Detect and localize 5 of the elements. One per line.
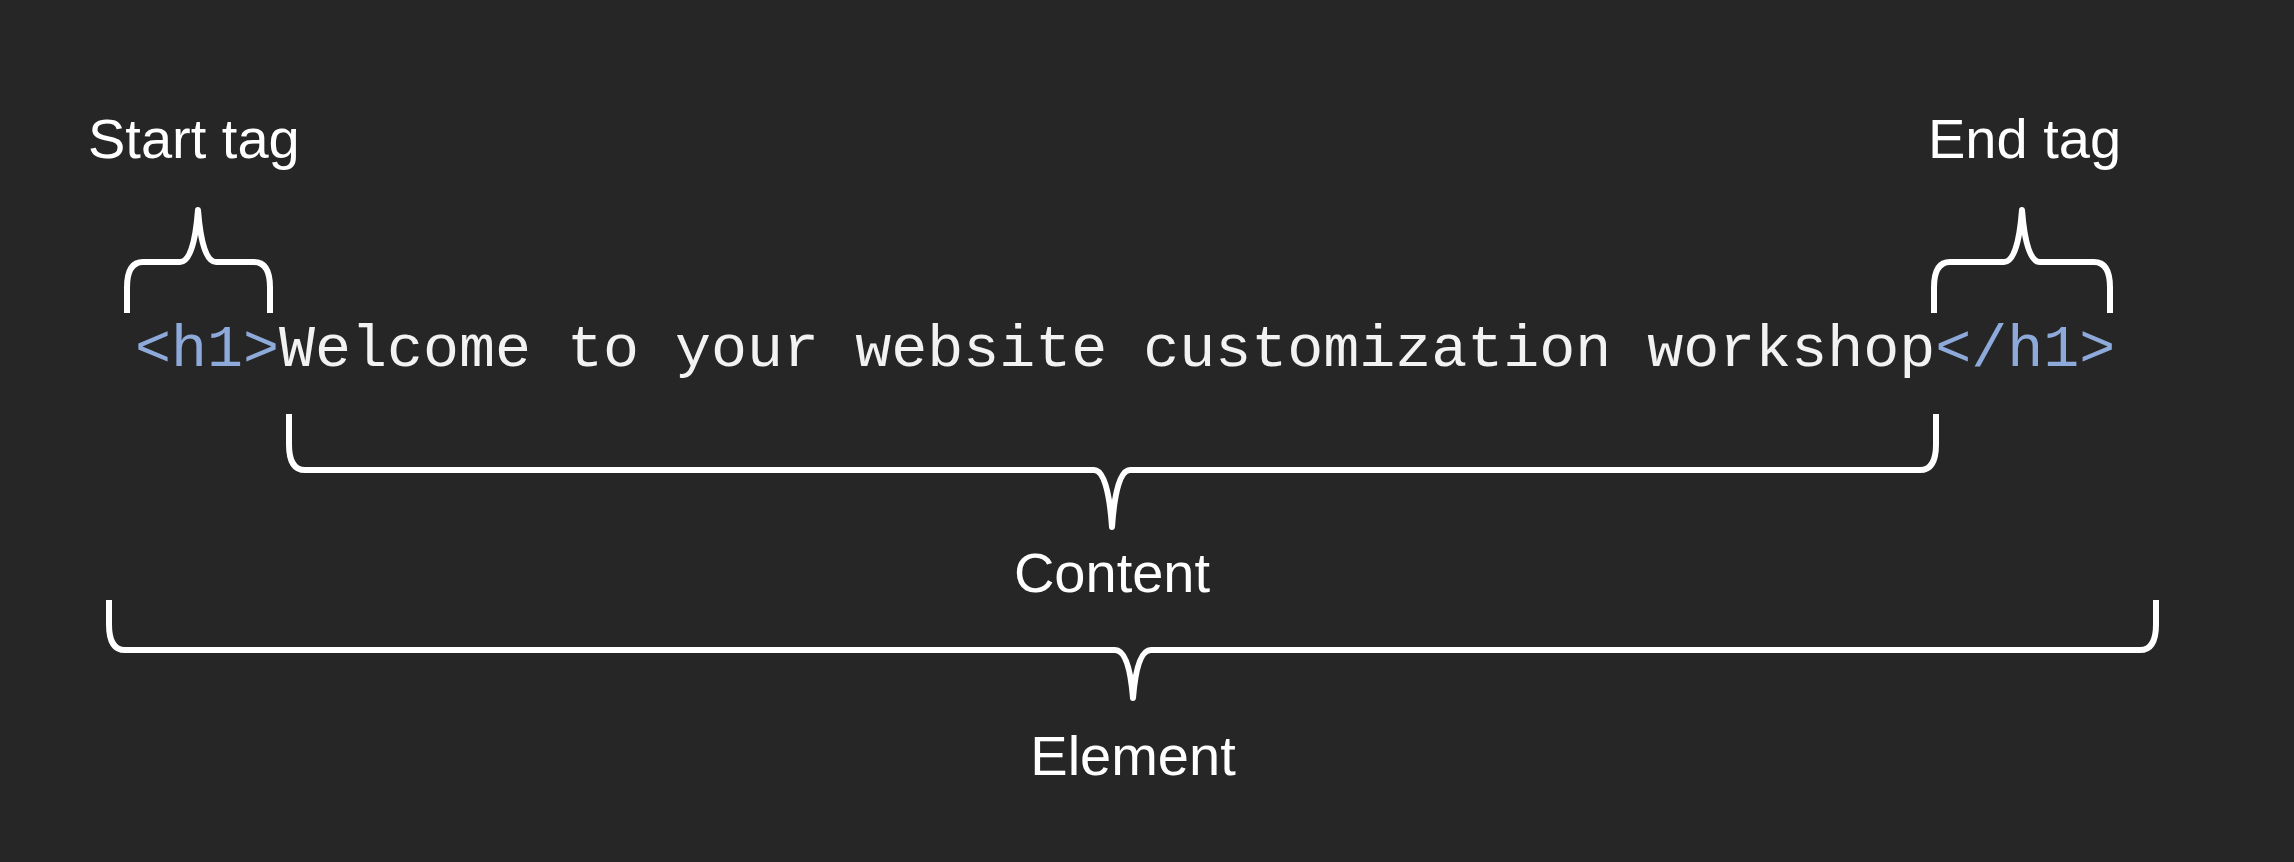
annotation-label: Element	[1030, 728, 1236, 784]
code-tag: </h1>	[1935, 316, 2116, 384]
code-text: Welcome to your website customization workshop	[279, 316, 1936, 384]
annotation-label: Content	[1013, 545, 1211, 601]
code-tag: <h1>	[135, 316, 280, 384]
